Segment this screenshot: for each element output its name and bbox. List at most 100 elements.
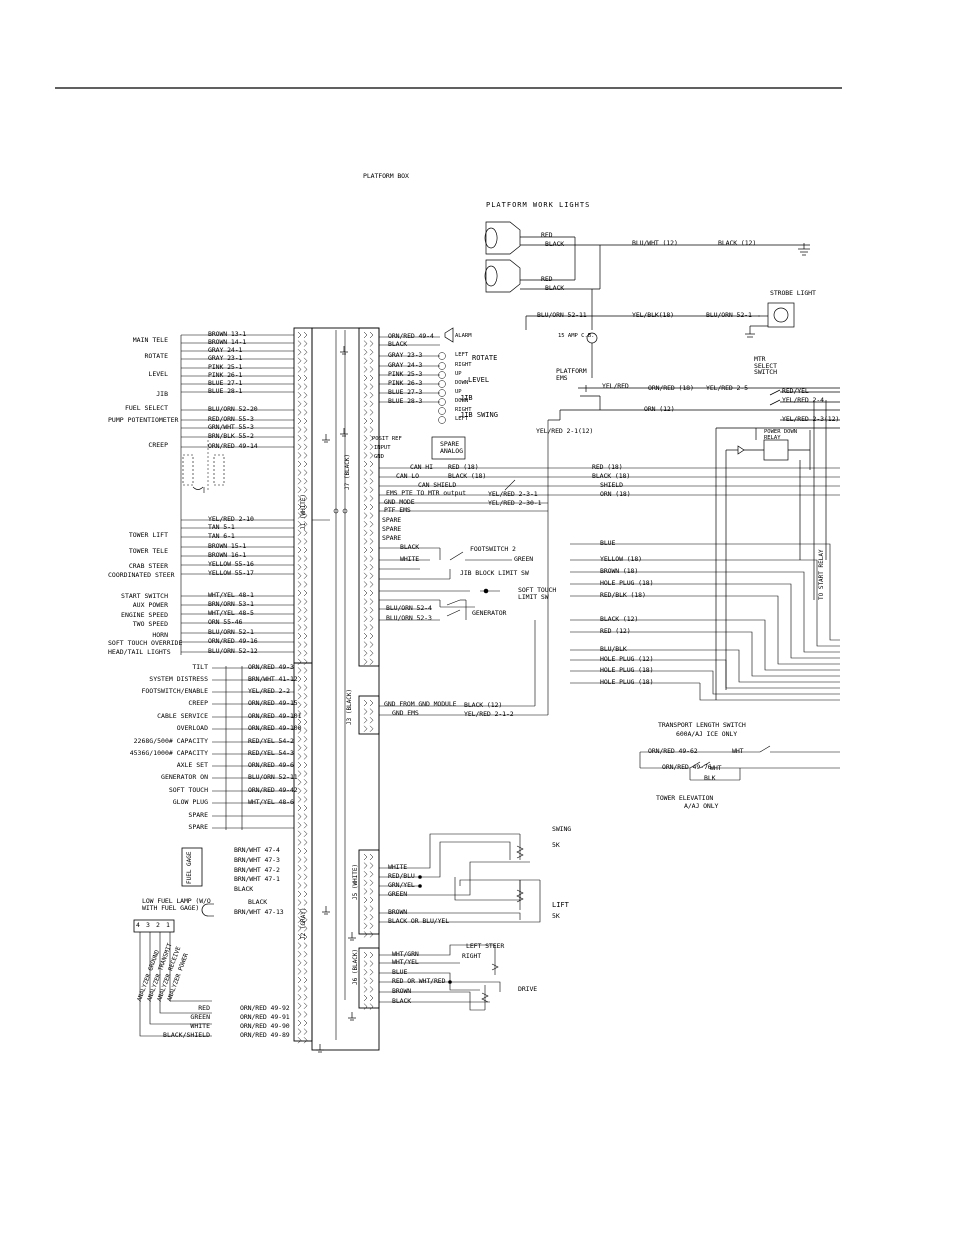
j7-solenoid-label: DOWN [455, 398, 469, 404]
j7-wire-label: BLUE 27-3 [388, 388, 423, 396]
j1-wire-label: YELLOW 55-17 [208, 569, 254, 577]
j1-wire-label: BROWN 13-1 [208, 330, 247, 338]
analyzer-pin: 2 [156, 921, 160, 929]
j1-wire-label: TAN 6-1 [208, 532, 235, 540]
j5-swing-sub: 5K [552, 841, 560, 849]
j1-func-label: HEAD/TAIL LIGHTS [108, 648, 171, 656]
j7-solenoid-label: DOWN [455, 380, 469, 386]
can-gnd-mode: GND MODE [384, 498, 415, 506]
j7-wire-label: ORN/RED 49-4 [388, 332, 434, 340]
can-lo: CAN LO [396, 472, 419, 480]
transport-label: TRANSPORT LENGTH SWITCH [658, 721, 746, 729]
spare-analog-box [431, 436, 466, 460]
right-wire-label: BLUE [600, 539, 616, 547]
j7-wire-label: PINK 26-3 [388, 379, 423, 387]
j5-wire-label: BROWN [388, 908, 408, 916]
j1-wire-label: BLU/ORN 52-12 [208, 647, 258, 655]
j5-wire-label: BLACK OR BLU/YEL [388, 917, 450, 925]
j2-func-label: SPARE [188, 823, 208, 831]
j3-yel-red: YEL/RED 2-1-2 [464, 710, 514, 718]
j3-connector [358, 695, 380, 735]
analyzer-pin: 3 [146, 921, 150, 929]
strobe-blu-orn-52-1: BLU/ORN 52-1 [706, 311, 752, 319]
pw-orn-12: ORN (12) [644, 405, 675, 413]
j7-solenoid-label: UP [455, 371, 462, 377]
strobe-yel-blk: YEL/BLK(18) [632, 311, 674, 319]
j1-wire-label: BLU/ORN 52-20 [208, 405, 258, 413]
j1-wire-label: YEL/RED 2-10 [208, 515, 254, 523]
solenoid-coil [438, 416, 446, 424]
j1-func-label: LEVEL [148, 370, 168, 378]
soft-touch-sw: SOFT TOUCH LIMIT SW [518, 586, 557, 601]
solenoid-coil [438, 352, 446, 360]
j3-black12: BLACK (12) [464, 701, 503, 709]
right-wire-label: BLU/BLK [600, 645, 627, 653]
j6-wire-label: WHT/YEL [392, 958, 419, 966]
func-jib-swing: JIB SWING [460, 411, 498, 419]
fuel-w2: BRN/WHT 47-3 [234, 856, 280, 864]
j2-func-label: SPARE [188, 811, 208, 819]
to-start-relay: TO START RELAY [818, 549, 825, 600]
j1-func-label: JIB [156, 390, 168, 398]
func-jib: JIB [460, 394, 473, 402]
j1-wire-label: BLU/ORN 52-1 [208, 628, 254, 636]
right-wire-label: RED (12) [600, 627, 631, 635]
platform-ems-label: PLATFORM EMS [556, 367, 587, 382]
j1-wire-label: PINK 26-1 [208, 371, 243, 379]
strobe-blu-orn-52-11: BLU/ORN 52-11 [537, 311, 587, 319]
power-down-relay-label: POWER DOWN RELAY [764, 429, 798, 441]
j7-solenoid-label: ALARM [455, 333, 472, 339]
j3-gnd-ems: GND EMS [392, 709, 419, 717]
j5-wire-label: GRN/YEL [388, 881, 415, 889]
spare-analog-label: SPARE ANALOG [440, 440, 463, 455]
main-box [311, 327, 380, 1051]
analyzer-orn: ORN/RED 49-90 [240, 1022, 290, 1030]
j1-func-label: MAIN TELE [132, 336, 168, 344]
j5-lift-sub: 5K [552, 912, 560, 920]
j3-gnd-module: GND FROM GND MODULE [384, 700, 457, 708]
j1-label: J1 (WHITE) [300, 493, 307, 530]
j2-func-label: AXLE SET [176, 761, 208, 769]
right-red18: RED (18) [592, 463, 623, 471]
right-wire-label: HOLE PLUG (18) [600, 579, 654, 587]
j1-wire-label: GRAY 23-1 [208, 354, 243, 362]
j2-func-label: FOOTSWITCH/ENABLE [141, 687, 208, 695]
fuel-w1: BRN/WHT 47-4 [234, 846, 280, 854]
can-black18: BLACK (18) [448, 472, 487, 480]
generator-label: GENERATOR [472, 609, 507, 617]
j2-wire-label: YEL/RED 2-2 [248, 687, 290, 695]
transport-wht2: WHT [710, 764, 722, 772]
transport-wht: WHT [732, 747, 744, 755]
j1-wire-label: ORN/RED 49-16 [208, 637, 258, 645]
j1-func-label: AUX POWER [132, 601, 168, 609]
cb-label: 15 AMP C.B. [558, 333, 595, 339]
j1-func-label: CREEP [148, 441, 168, 449]
j1-wire-label: RED/ORN 55-3 [208, 415, 254, 423]
analyzer-orn: ORN/RED 49-92 [240, 1004, 290, 1012]
fs-label: FOOTSWITCH 2 [470, 545, 516, 553]
pw-red-yel: RED/YEL [782, 387, 809, 395]
tower-sub: A/AJ ONLY [684, 802, 719, 810]
j2-wire-label: ORN/RED 49-100 [248, 724, 302, 732]
pw-yel-red: YEL/RED [602, 382, 629, 390]
j2-wire-label: BLU/ORN 52-11 [248, 773, 298, 781]
wl-black-1: BLACK [545, 240, 565, 248]
j2-func-label: GLOW PLUG [172, 798, 208, 806]
spare-3: SPARE [382, 534, 402, 542]
j1-wire-label: PINK 25-1 [208, 363, 243, 371]
can-ptf: PTF EMS [384, 506, 411, 514]
fuel-w3: BRN/WHT 47-2 [234, 866, 280, 874]
j6-wire-label: BLACK [392, 997, 412, 1005]
analyzer-pin: 1 [166, 921, 170, 929]
j2-func-label: SYSTEM DISTRESS [149, 675, 208, 683]
j5-swing: SWING [552, 825, 572, 833]
j2-label: J2 (GRAY) [300, 907, 307, 940]
wl-black-12: BLACK (12) [718, 239, 757, 247]
j5-wire-label: RED/BLU [388, 872, 415, 880]
j1-func-label: HORN [152, 631, 168, 639]
gen-w2: BLU/ORN 52-3 [386, 614, 432, 622]
right-orn18: ORN (18) [600, 490, 631, 498]
right-wire-label: BROWN (18) [600, 567, 639, 575]
j6-connector [358, 947, 380, 1009]
